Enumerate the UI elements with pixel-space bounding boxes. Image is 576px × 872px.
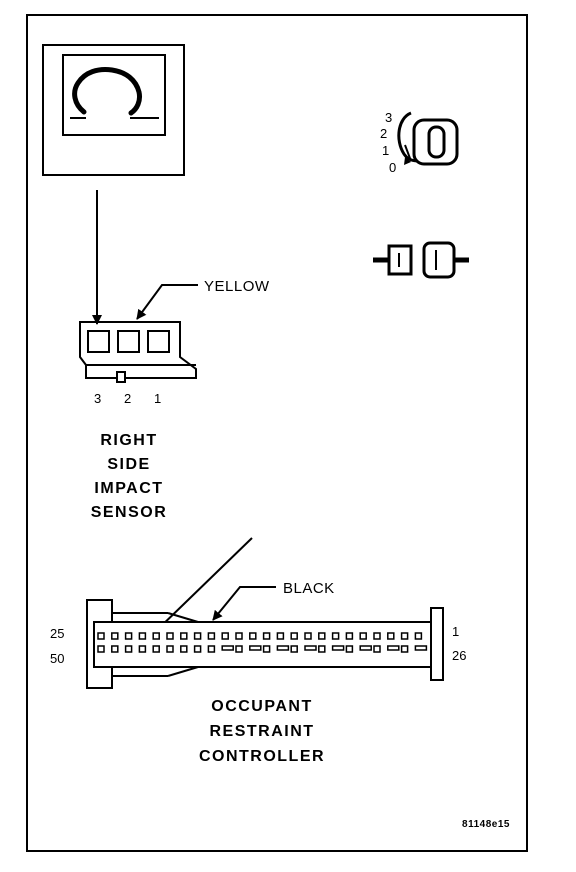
diagram-frame xyxy=(26,14,528,852)
connector-cavity xyxy=(290,632,298,640)
controller-pin-label-26: 26 xyxy=(452,648,466,663)
controller-wire-callout-line xyxy=(212,586,276,621)
connector-cavity xyxy=(207,632,216,640)
connector-cavity xyxy=(97,645,105,653)
controller-connector xyxy=(86,599,444,689)
connector-cavity xyxy=(400,645,409,653)
sensor-title-line: SENSOR xyxy=(91,504,168,521)
connector-cavity xyxy=(276,632,285,640)
connector-cavity xyxy=(359,632,367,640)
controller-title-line: OCCUPANT xyxy=(211,698,312,715)
connector-cavity xyxy=(124,645,133,653)
connector-cavity xyxy=(249,632,257,640)
controller-probe-lead xyxy=(153,537,253,634)
connector-cavity xyxy=(414,632,423,640)
sensor-title-line: RIGHT xyxy=(100,432,157,449)
sensor-title-line: SIDE xyxy=(107,456,150,473)
connector-cavity xyxy=(180,645,188,653)
sensor-title-line: IMPACT xyxy=(94,480,163,497)
controller-pin-label-1: 1 xyxy=(452,624,459,639)
cavity-row-top xyxy=(97,632,423,640)
cavity-row-bottom xyxy=(97,645,428,653)
connector-cavity xyxy=(152,632,160,640)
connector-cavity xyxy=(304,632,312,640)
ignition-position-labels: 3 2 1 0 xyxy=(380,110,396,175)
connector-cavity xyxy=(207,645,216,653)
connector-cavity xyxy=(180,632,188,640)
sensor-wire-callout-line xyxy=(136,284,198,320)
connector-cavity xyxy=(124,632,133,640)
controller-title: OCCUPANT RESTRAINT CONTROLLER xyxy=(199,698,325,765)
connector-cavity xyxy=(97,632,105,640)
connector-cavity xyxy=(318,632,326,640)
connector-cavity xyxy=(235,632,243,640)
controller-title-line: CONTROLLER xyxy=(199,748,325,765)
connector-cavity xyxy=(387,632,395,640)
connector-cavity xyxy=(138,632,147,640)
connector-cavity xyxy=(262,645,271,653)
connector-cavity xyxy=(331,632,340,640)
connector-cavity xyxy=(221,645,234,651)
connector-cavity xyxy=(400,632,409,640)
ignition-position-label: 3 xyxy=(385,110,392,125)
connector-cavity xyxy=(359,645,372,651)
ignition-key-icon xyxy=(397,111,459,166)
sensor-pin-label: 3 xyxy=(94,391,101,406)
connector-cavity xyxy=(318,645,326,653)
connector-cavity xyxy=(166,645,174,653)
connector-cavity xyxy=(373,645,381,653)
connector-cavity xyxy=(345,645,354,653)
controller-wire-color-label: BLACK xyxy=(283,580,335,597)
connector-cavity xyxy=(262,632,271,640)
connector-cavity xyxy=(345,632,354,640)
connector-cavity xyxy=(111,645,119,653)
connector-cavity xyxy=(152,645,160,653)
connector-cavity xyxy=(166,632,174,640)
connector-cavity xyxy=(414,645,428,651)
connector-cavity xyxy=(235,645,243,653)
connector-cavity xyxy=(193,645,202,653)
sensor-pin-labels: 3 2 1 xyxy=(94,391,161,406)
ohmmeter-icon xyxy=(42,44,185,176)
sensor-pin-label: 1 xyxy=(154,391,161,406)
connector-cavity xyxy=(387,645,400,651)
connector-cavity xyxy=(221,632,229,640)
controller-pin-label-25: 25 xyxy=(50,626,64,641)
connector-cavity xyxy=(249,645,262,651)
ignition-position-label: 2 xyxy=(380,126,387,141)
controller-pin-label-50: 50 xyxy=(50,651,64,666)
connector-cavity xyxy=(304,645,317,651)
sensor-title: RIGHT SIDE IMPACT SENSOR xyxy=(91,432,168,521)
connector-cavity xyxy=(373,632,381,640)
connector-cavity xyxy=(111,632,119,640)
connector-cavity xyxy=(193,632,202,640)
connector-cavity xyxy=(331,645,345,651)
connector-cavity xyxy=(138,645,147,653)
ignition-position-label: 0 xyxy=(389,160,396,175)
figure-code: 81148e15 xyxy=(462,819,510,830)
connector-cavity xyxy=(290,645,298,653)
sensor-wire-color-label: YELLOW xyxy=(204,278,270,295)
controller-title-line: RESTRAINT xyxy=(209,723,314,740)
disconnected-connector-icon xyxy=(373,241,469,279)
ignition-position-label: 1 xyxy=(382,143,389,158)
sensor-connector xyxy=(79,321,197,383)
sensor-pin-label: 2 xyxy=(124,391,131,406)
connector-cavity xyxy=(276,645,290,651)
